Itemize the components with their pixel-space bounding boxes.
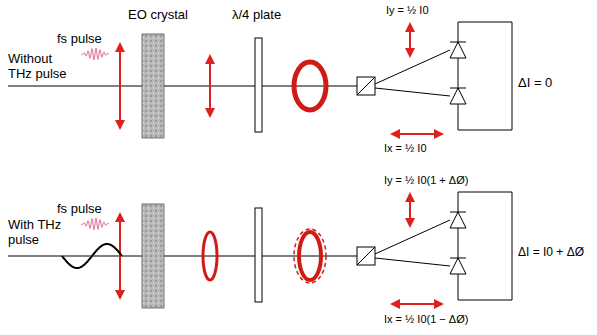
polarizer-cube xyxy=(357,247,375,265)
photodiode-bar xyxy=(450,258,466,259)
component-label: λ/4 plate xyxy=(232,8,281,23)
thz-wave xyxy=(62,244,122,268)
signal-label: ΔI = I0 + ΔØ xyxy=(518,246,584,260)
photodiode xyxy=(450,42,466,58)
photodiode xyxy=(450,258,466,274)
intensity-label: Ix = ½ I0 xyxy=(384,142,427,155)
top-panel xyxy=(8,22,512,138)
detector-circuit xyxy=(458,192,512,300)
elliptical-polarization xyxy=(203,232,217,280)
pulse-label: fs pulse xyxy=(57,202,102,217)
polarization-arrow xyxy=(119,214,121,298)
intensity-label: Ix = ½ I0(1 − ΔØ) xyxy=(384,313,468,326)
photodiode-bar xyxy=(450,88,466,89)
polarization-arrow xyxy=(119,44,121,128)
photodiode xyxy=(450,212,466,228)
intensity-label: Iy = ½ I0(1 + ΔØ) xyxy=(384,174,468,187)
ray xyxy=(375,220,450,254)
beam-line xyxy=(8,86,360,87)
polarizer-diagonal xyxy=(357,247,375,265)
ray xyxy=(375,50,450,84)
fs-pulse-wave xyxy=(81,218,109,230)
polarization-arrow xyxy=(209,56,211,116)
eo-crystal xyxy=(142,34,164,138)
fs-pulse-wave xyxy=(81,48,109,60)
polarization-arrow xyxy=(409,24,411,56)
component-label: EO crystal xyxy=(128,8,188,23)
photodiode-bar xyxy=(450,42,466,43)
pulse-label: fs pulse xyxy=(57,32,102,47)
detector-circuit xyxy=(458,22,512,130)
circular-polarization xyxy=(294,62,326,110)
bottom-panel xyxy=(8,192,512,308)
eo-crystal xyxy=(142,204,164,308)
condition-label: With THz pulse xyxy=(8,218,72,248)
polarizer-cube xyxy=(357,77,375,95)
beam-line xyxy=(8,256,360,257)
intensity-label: Iy = ½ I0 xyxy=(386,4,429,17)
condition-label: Without THz pulse xyxy=(8,52,78,82)
quarter-wave-plate xyxy=(255,38,262,132)
ray xyxy=(375,88,450,96)
photodiode xyxy=(450,88,466,104)
polarizer-diagonal xyxy=(357,77,375,95)
polarization-arrow xyxy=(392,303,442,305)
ray xyxy=(375,258,450,266)
polarization-arrow xyxy=(409,194,411,226)
signal-label: ΔI = 0 xyxy=(518,76,552,91)
photodiode-bar xyxy=(450,212,466,213)
reference-circle xyxy=(294,229,326,283)
elliptical-polarization xyxy=(299,232,321,280)
polarization-arrow xyxy=(392,133,442,135)
quarter-wave-plate xyxy=(255,208,262,302)
